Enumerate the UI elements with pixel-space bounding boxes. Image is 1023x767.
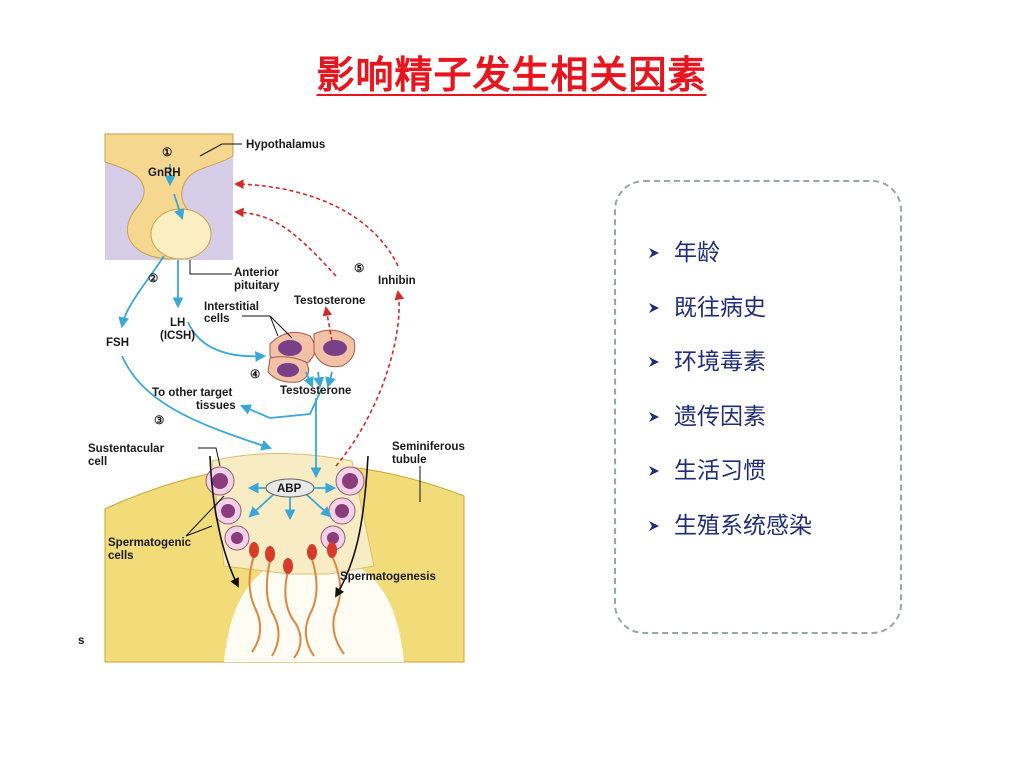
list-item: 既往病史 — [648, 293, 812, 348]
factor-text: 环境毒素 — [674, 349, 766, 375]
sustentacular-cell-label-line1: Sustentacular — [88, 443, 165, 455]
spermatogenic-cells-label-line2: cells — [108, 550, 134, 562]
interstitial-cells — [267, 329, 356, 383]
inhibin-label: Inhibin — [378, 275, 416, 287]
lh-label-line2: (ICSH) — [160, 330, 195, 342]
anterior-pituitary-label-line2: pituitary — [234, 280, 280, 292]
factor-text: 既往病史 — [674, 294, 766, 321]
sperm-heads — [249, 542, 337, 574]
sustentacular-cell-label-line2: cell — [88, 456, 107, 468]
edge-fragment-label: s — [78, 635, 84, 647]
factor-list: 年龄 既往病史 环境毒素 遗传因素 生活习惯 生殖系统感染 — [648, 238, 812, 565]
list-item: 遗传因素 — [648, 402, 812, 457]
gnrh-label: GnRH — [148, 167, 181, 179]
tubule-lumen — [224, 556, 404, 662]
sperm-cells — [248, 555, 345, 659]
factor-text: 生活习惯 — [674, 458, 766, 484]
testosterone-top-label: Testosterone — [294, 295, 365, 307]
factor-list-box: 年龄 既往病史 环境毒素 遗传因素 生活习惯 生殖系统感染 — [614, 180, 902, 634]
spermatogenic-cells-label-line1: Spermatogenic — [108, 537, 192, 549]
other-target-tissues-label-line2: tissues — [196, 400, 236, 412]
factor-text: 遗传因素 — [674, 403, 766, 430]
other-target-tissues-label-line1: To other target — [152, 387, 232, 399]
factor-text: 年龄 — [674, 240, 720, 266]
lh-label-line1: LH — [170, 317, 185, 329]
hormone-arrows — [118, 164, 337, 521]
seminiferous-tubule-label-line1: Seminiferous — [392, 441, 465, 453]
spermatogenesis-arrows — [209, 455, 369, 598]
leader-lines — [185, 143, 421, 537]
page-title: 影响精子发生相关因素 — [316, 53, 707, 97]
arrow-bullet-icon — [648, 238, 674, 263]
negative-feedback-arrows — [234, 179, 405, 467]
list-item: 环境毒素 — [648, 347, 812, 402]
spermatogenic-cells — [205, 466, 365, 551]
arrow-bullet-icon — [648, 511, 674, 536]
seminiferous-tubule-label-line2: tubule — [392, 454, 427, 466]
interstitial-cells-label-line2: cells — [204, 313, 230, 325]
step-4-label: ④ — [250, 368, 261, 381]
fsh-label: FSH — [106, 337, 129, 349]
interstitial-cells-label-line1: Interstitial — [204, 301, 259, 313]
spermatogenesis-regulation-diagram: ① GnRH Hypothalamus ② Anterior pituitary… — [78, 133, 465, 663]
factor-text: 生殖系统感染 — [674, 512, 812, 539]
list-item: 生活习惯 — [648, 456, 812, 511]
abp-label: ABP — [277, 483, 302, 495]
step-3-label: ③ — [154, 414, 165, 427]
step-1-label: ① — [162, 146, 173, 159]
arrow-bullet-icon — [648, 347, 674, 372]
spermatogenesis-label: Spermatogenesis — [340, 571, 436, 583]
step-2-label: ② — [148, 272, 159, 285]
step-5-label: ⑤ — [354, 262, 365, 275]
list-item: 生殖系统感染 — [648, 511, 812, 566]
arrow-bullet-icon — [648, 456, 674, 481]
abp-badge — [265, 478, 315, 498]
testosterone-mid-label: Testosterone — [280, 385, 351, 397]
list-item: 年龄 — [648, 238, 812, 293]
arrow-bullet-icon — [648, 293, 674, 318]
hypothalamus-label: Hypothalamus — [246, 139, 325, 151]
anterior-pituitary-label-line1: Anterior — [234, 267, 279, 279]
arrow-bullet-icon — [648, 402, 674, 427]
